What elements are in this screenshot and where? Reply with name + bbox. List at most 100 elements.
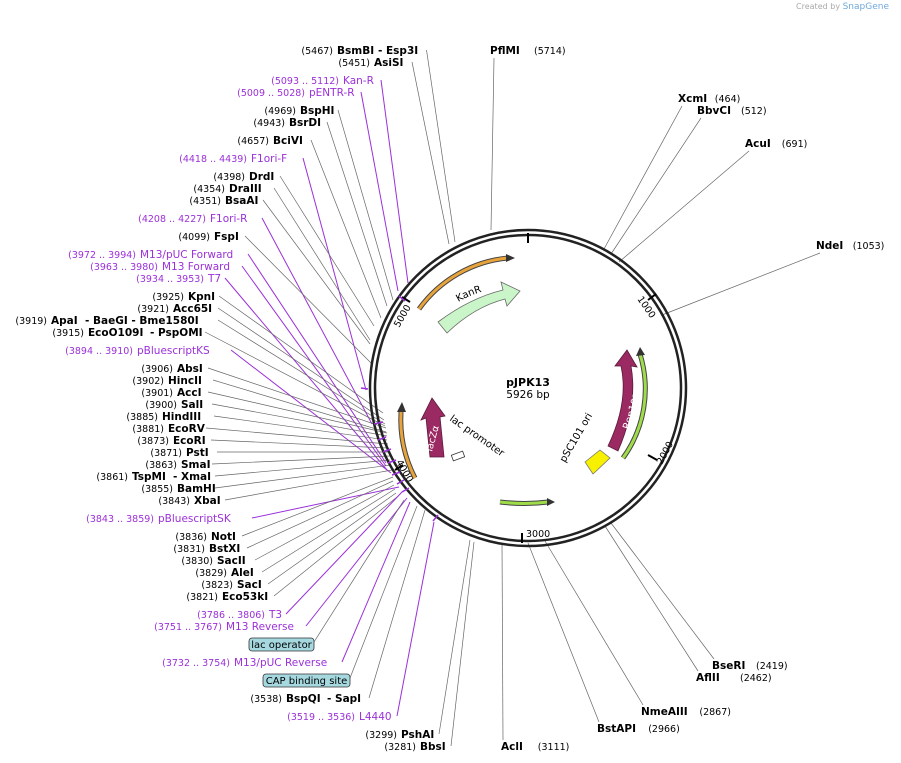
leader-line bbox=[230, 349, 392, 474]
label-f1ori-r[interactable]: (4208 .. 4227)F1ori-R bbox=[138, 213, 247, 225]
label-asisi[interactable]: (5451)AsiSI bbox=[338, 57, 403, 69]
label-noti[interactable]: (3836)NotI bbox=[175, 531, 236, 543]
leader-line bbox=[380, 79, 409, 284]
label-sacii[interactable]: (3830)SacII bbox=[181, 555, 245, 567]
enzyme-name: FspI bbox=[214, 231, 239, 243]
label-tspmi[interactable]: (3861)TspMI- XmaI bbox=[96, 471, 211, 483]
lac-promoter-marker bbox=[450, 450, 466, 462]
leader-line bbox=[210, 439, 389, 449]
label-alei[interactable]: (3829)AleI bbox=[195, 567, 253, 579]
site-position: (3902) bbox=[132, 376, 164, 387]
primer-arrow-bottom-head bbox=[547, 498, 555, 506]
leader-line bbox=[341, 501, 411, 663]
leader-line bbox=[218, 295, 384, 414]
label-sali[interactable]: (3900)SalI bbox=[145, 399, 203, 411]
label-ecorv[interactable]: (3881)EcoRV bbox=[132, 423, 205, 435]
label-t3[interactable]: (3786 .. 3806)T3 bbox=[197, 609, 282, 621]
label-bspqi[interactable]: (3538)BspQI- SapI bbox=[250, 693, 361, 705]
leader-line bbox=[603, 105, 683, 250]
label-pshai[interactable]: (3299)PshAI bbox=[365, 729, 434, 741]
site-position: (2419) bbox=[756, 661, 788, 672]
leader-line bbox=[544, 540, 644, 706]
leader-line bbox=[302, 157, 367, 391]
leader-line bbox=[204, 331, 386, 427]
label-xcmi[interactable]: XcmI(464) bbox=[678, 93, 740, 105]
leader-line bbox=[247, 253, 387, 464]
label-m13-puc-forward[interactable]: (3972 .. 3994)M13/pUC Forward bbox=[68, 249, 233, 261]
label-bstapi[interactable]: BstAPI(2966) bbox=[597, 723, 680, 735]
leader-line bbox=[285, 491, 403, 615]
label-pflmi[interactable]: PflMI(5714) bbox=[490, 45, 566, 57]
label-absi[interactable]: (3906)AbsI bbox=[141, 363, 202, 375]
enzyme-name: HincII bbox=[168, 375, 202, 387]
label-kpni[interactable]: (3925)KpnI bbox=[152, 291, 215, 303]
label-bsaai[interactable]: (4351)BsaAI bbox=[189, 195, 258, 207]
label-saci[interactable]: (3823)SacI bbox=[201, 579, 261, 591]
label-l4440[interactable]: (3519 .. 3536)L4440 bbox=[287, 711, 391, 723]
feature-name: T3 bbox=[268, 609, 282, 621]
label-acli[interactable]: AclI(3111) bbox=[501, 741, 569, 753]
label-ecoo109i[interactable]: (3915) EcoO109I - PspOMI bbox=[52, 327, 202, 339]
label-m13-forward[interactable]: (3963 .. 3980) M13 Forward bbox=[90, 261, 230, 273]
label-pbluescriptks[interactable]: (3894 .. 3910)pBluescriptKS bbox=[65, 345, 210, 357]
label-smai[interactable]: (3863)SmaI bbox=[145, 459, 210, 471]
enzyme-name: SacI bbox=[237, 579, 262, 591]
label-xbai[interactable]: (3843)XbaI bbox=[158, 495, 220, 507]
feature-name: T7 bbox=[207, 273, 221, 285]
label-acui[interactable]: AcuI(691) bbox=[745, 138, 807, 150]
label-bcivi[interactable]: (4657)BciVI bbox=[237, 135, 302, 147]
label-bsphi[interactable]: (4969)BspHI bbox=[264, 105, 334, 117]
label-ecori[interactable]: (3873)EcoRI bbox=[137, 435, 205, 447]
label-apai[interactable]: (3919)ApaI- BaeGI - Bme1580I bbox=[15, 315, 198, 327]
site-position: (3885) bbox=[126, 412, 158, 423]
enzyme-name-extra: - PspOMI bbox=[150, 327, 203, 339]
kanr-feature-arrow bbox=[437, 281, 521, 334]
label-m13-puc-reverse[interactable]: (3732 .. 3754)M13/pUC Reverse bbox=[162, 657, 327, 669]
label-aflii[interactable]: AflII(2462) bbox=[696, 672, 772, 684]
enzyme-name-extra: - BaeGI - Bme1580I bbox=[85, 315, 199, 327]
enzyme-name: EcoRV bbox=[168, 423, 206, 435]
feature-position: (5009 .. 5028) bbox=[237, 88, 305, 99]
label-t7[interactable]: (3934 .. 3953)T7 bbox=[136, 273, 221, 285]
label-bbvci[interactable]: BbvCI(512) bbox=[697, 105, 767, 117]
label-bsmbi[interactable]: (5467)BsmBI- Esp3I bbox=[301, 45, 418, 57]
enzyme-name: TspMI bbox=[132, 471, 166, 483]
label-nmeaiii[interactable]: NmeAIII(2867) bbox=[641, 706, 731, 718]
leader-line bbox=[262, 199, 371, 345]
enzyme-name: EcoO109I bbox=[88, 327, 143, 339]
site-position: (1053) bbox=[853, 241, 885, 252]
site-position: (5451) bbox=[338, 58, 370, 69]
label-m13-reverse[interactable]: (3751 .. 3767)M13 Reverse bbox=[154, 621, 294, 633]
label-fspi[interactable]: (4099)FspI bbox=[178, 231, 238, 243]
label-bseri[interactable]: BseRI(2419) bbox=[712, 660, 788, 672]
feature-position: (3963 .. 3980) bbox=[90, 262, 158, 273]
site-position: (3915) bbox=[52, 328, 84, 339]
enzyme-name: XbaI bbox=[194, 495, 221, 507]
primer-arrow-kan-r-head bbox=[506, 254, 515, 262]
feature-name: M13 Forward bbox=[162, 261, 230, 273]
label-bstxi[interactable]: (3831)BstXI bbox=[173, 543, 240, 555]
label-acc65i[interactable]: (3921)Acc65I bbox=[137, 303, 212, 315]
label-eco53ki[interactable]: (3821)Eco53kI bbox=[186, 591, 268, 603]
leader-line bbox=[279, 175, 375, 327]
leader-line bbox=[224, 469, 393, 501]
label-hincii[interactable]: (3902) HincII bbox=[132, 375, 202, 387]
site-position: (2867) bbox=[699, 707, 731, 718]
label-drdi[interactable]: (4398)DrdI bbox=[213, 171, 274, 183]
label-kan-r[interactable]: (5093 .. 5112)Kan-R bbox=[271, 75, 374, 87]
label-bbsi[interactable]: (3281)BbsI bbox=[384, 741, 445, 753]
site-position: (3861) bbox=[96, 472, 128, 483]
leader-line bbox=[244, 235, 373, 365]
label-f1ori-f[interactable]: (4418 .. 4439)F1ori-F bbox=[179, 153, 287, 165]
label-bamhi[interactable]: (3855)BamHI bbox=[141, 483, 215, 495]
label-draiii[interactable]: (4354)DraIII bbox=[193, 183, 261, 195]
feature-name: M13 Reverse bbox=[226, 621, 294, 633]
label-pentr-r[interactable]: (5009 .. 5028)pENTR-R bbox=[237, 87, 354, 99]
label-pbluescriptsk[interactable]: (3843 .. 3859)pBluescriptSK bbox=[86, 513, 232, 525]
label-bsrdi[interactable]: (4943)BsrDI bbox=[253, 117, 321, 129]
label-psti[interactable]: (3871)PstI bbox=[150, 447, 208, 459]
label-ndei[interactable]: NdeI(1053) bbox=[816, 240, 884, 252]
label-hindiii[interactable]: (3885)HindIII bbox=[126, 411, 201, 423]
enzyme-name-extra: - Esp3I bbox=[378, 45, 418, 57]
label-acci[interactable]: (3901)AccI bbox=[141, 387, 201, 399]
